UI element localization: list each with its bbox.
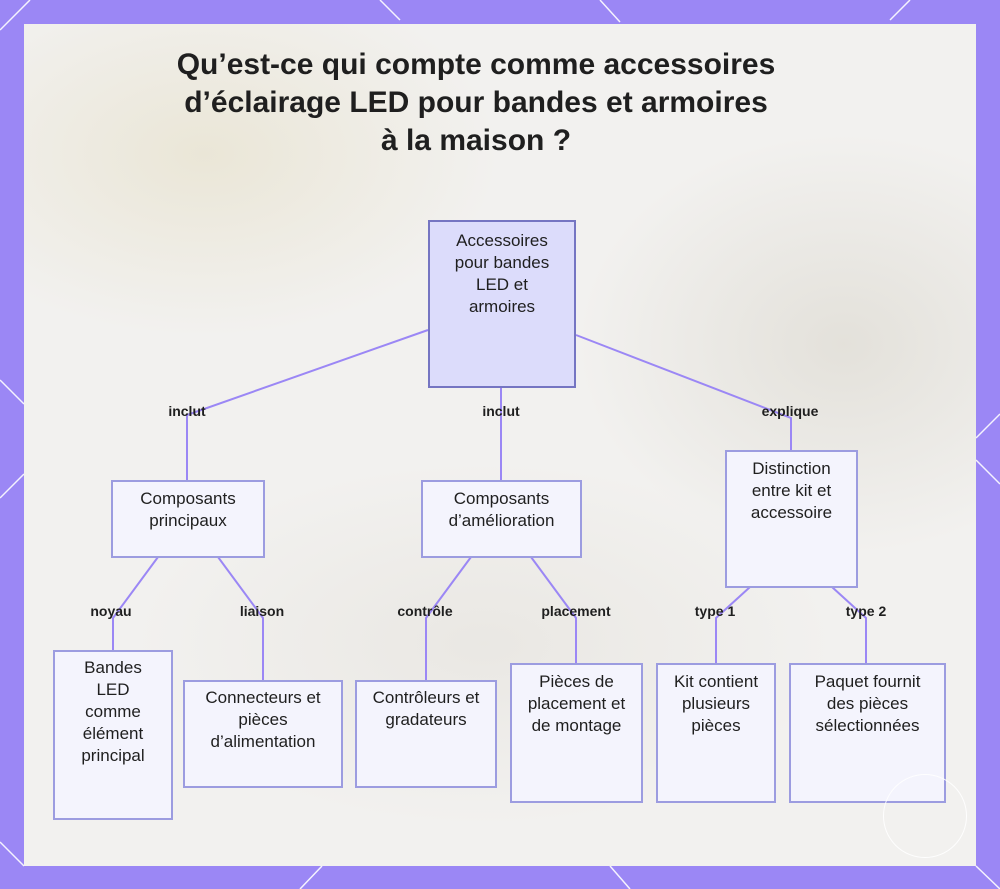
circle-logo-icon — [883, 774, 967, 858]
root-node: Accessoires pour bandes LED et armoires — [428, 220, 576, 388]
upgrade-components-node: Composants d’amélioration — [421, 480, 582, 558]
edge-label-distinction-kit: type 1 — [695, 603, 735, 619]
edge-label-root-core: inclut — [168, 403, 205, 419]
mounting-parts-node: Pièces de placement et de montage — [510, 663, 643, 803]
edge-label-upgrade-controllers: contrôle — [397, 603, 452, 619]
edge-label-root-distinction: explique — [762, 403, 819, 419]
edge-label-core-connectors: liaison — [240, 603, 284, 619]
edge-label-distinction-package: type 2 — [846, 603, 886, 619]
edge-label-root-upgrade: inclut — [482, 403, 519, 419]
core-components-node: Composants principaux — [111, 480, 265, 558]
led-strips-node: Bandes LED comme élément principal — [53, 650, 173, 820]
page-title: Qu’est-ce qui compte comme accessoires d… — [176, 46, 776, 160]
kit-node: Kit contient plusieurs pièces — [656, 663, 776, 803]
connectors-power-node: Connecteurs et pièces d’alimentation — [183, 680, 343, 788]
edge-label-core-strips: noyau — [90, 603, 131, 619]
edge-label-upgrade-mounting: placement — [541, 603, 610, 619]
controllers-dimmers-node: Contrôleurs et gradateurs — [355, 680, 497, 788]
kit-accessory-distinction-node: Distinction entre kit et accessoire — [725, 450, 858, 588]
